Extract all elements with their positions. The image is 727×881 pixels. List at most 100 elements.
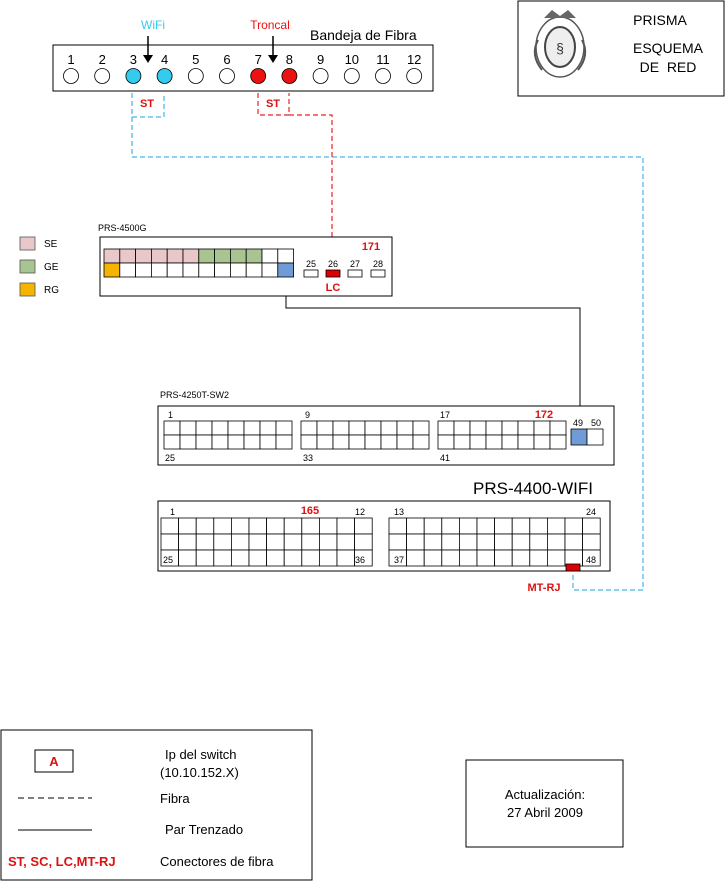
legend-se-swatch bbox=[19, 236, 36, 251]
switch-4250-label-41: 41 bbox=[440, 453, 450, 463]
bottom-legend: A Ip del switch (10.10.152.X) Fibra Par … bbox=[0, 729, 313, 881]
switch-4500-port-3 bbox=[135, 248, 152, 264]
switch-4400-port-g2-36 bbox=[582, 549, 601, 567]
switch-4250-label-17: 17 bbox=[440, 410, 450, 420]
legend-ip-text-1: Ip del switch bbox=[165, 747, 237, 762]
switch-4400-port-g2-10 bbox=[547, 517, 566, 535]
switch-4250-port-g2-5 bbox=[364, 420, 382, 436]
switch-4250-port-g3-15 bbox=[533, 434, 551, 450]
switch-4250-port-g2-6 bbox=[380, 420, 398, 436]
switch-4400-port-g1-34 bbox=[318, 549, 338, 567]
tray-port-10 bbox=[343, 68, 360, 84]
legend-connectors-label: Conectores de fibra bbox=[160, 854, 274, 869]
switch-4400-port-g2-18 bbox=[476, 533, 496, 551]
uplink-49-port bbox=[570, 428, 588, 446]
wifi-fiber-to-4400 bbox=[131, 117, 644, 591]
switch-4250-port-g2-9 bbox=[300, 434, 318, 450]
tray-port-10-label: 10 bbox=[345, 52, 359, 67]
switch-4250-port-g1-15 bbox=[259, 434, 277, 450]
switch-4250-port-g3-16 bbox=[549, 434, 567, 450]
uplink-27-label: 27 bbox=[350, 259, 360, 269]
switch-4400-port-g2-22 bbox=[547, 533, 566, 551]
switch-4400-port-g1-23 bbox=[336, 533, 356, 551]
switch-4400-port-g2-27 bbox=[423, 549, 443, 567]
switch-4250-port-g3-4 bbox=[485, 420, 503, 436]
switch-4400-port-g1-35 bbox=[336, 549, 356, 567]
title-line-2: ESQUEMA bbox=[633, 40, 704, 56]
switch-4400-port-g1-20 bbox=[283, 533, 303, 551]
switch-4400-port-g2-28 bbox=[441, 549, 460, 567]
tray-port-3 bbox=[125, 68, 142, 84]
switch-4400-label-48: 48 bbox=[586, 555, 596, 565]
switch-4400-port-g2-9 bbox=[529, 517, 548, 535]
switch-4250-port-g2-1 bbox=[300, 420, 318, 436]
uplink-26-label: 26 bbox=[328, 259, 338, 269]
switch-4400-port-g2-32 bbox=[511, 549, 531, 567]
tray-port-9 bbox=[312, 68, 329, 84]
switch-4250-port-g2-2 bbox=[316, 420, 334, 436]
switch-4250-port-g1-5 bbox=[227, 420, 245, 436]
switch-4400-port-g1-3 bbox=[195, 517, 215, 535]
switch-4400-port-g2-21 bbox=[529, 533, 548, 551]
switch-4250-label-25: 25 bbox=[165, 453, 175, 463]
switch-4400-port-g1-13 bbox=[160, 533, 180, 551]
switch-4250-port-g3-12 bbox=[485, 434, 503, 450]
switch-4500-port-2 bbox=[119, 248, 137, 264]
switch-4250-port-g1-14 bbox=[243, 434, 261, 450]
switch-4400-port-g2-20 bbox=[511, 533, 531, 551]
switch-4250-port-g1-4 bbox=[211, 420, 229, 436]
wifi-label: WiFi bbox=[141, 18, 165, 32]
switch-4500-port-22 bbox=[245, 262, 263, 278]
troncal-fiber-link bbox=[257, 93, 290, 116]
title-line-1: PRISMA bbox=[633, 12, 687, 28]
legend-ge-swatch bbox=[19, 259, 36, 274]
switch-4500-port-10 bbox=[245, 248, 263, 264]
legend-ip-box-letter: A bbox=[49, 754, 59, 769]
switch-4250-port-g3-13 bbox=[501, 434, 519, 450]
switch-4400-label-25: 25 bbox=[163, 555, 173, 565]
switch-4400-port-g2-17 bbox=[458, 533, 478, 551]
tray-port-6-label: 6 bbox=[223, 52, 230, 67]
switch-4400-port-g1-10 bbox=[318, 517, 338, 535]
switch-4400-label-36: 36 bbox=[355, 555, 365, 565]
switch-4250-port-g1-2 bbox=[179, 420, 197, 436]
svg-text:§: § bbox=[556, 40, 564, 56]
tray-port-8-label: 8 bbox=[286, 52, 293, 67]
switch-4250-port-g3-11 bbox=[469, 434, 487, 450]
switch-4400-port-g2-33 bbox=[529, 549, 548, 567]
switch-4250-port-g3-7 bbox=[533, 420, 551, 436]
switch-4400-port-g2-31 bbox=[494, 549, 513, 567]
legend-ip-text-2: (10.10.152.X) bbox=[160, 765, 239, 780]
tray-port-12 bbox=[406, 68, 423, 84]
switch-4250-port-g2-10 bbox=[316, 434, 334, 450]
switch-prs-4400-wifi: PRS-4400-WIFI 1 12 25 36 13 24 37 48 165… bbox=[157, 479, 611, 594]
switch-4500-ip: 171 bbox=[362, 241, 380, 253]
switch-4400-port-g1-14 bbox=[178, 533, 197, 551]
tray-port-7-label: 7 bbox=[255, 52, 262, 67]
switch-4500-port-1 bbox=[103, 248, 121, 264]
switch-4400-port-g2-35 bbox=[564, 549, 584, 567]
switch-4500-lc-label: LC bbox=[326, 282, 341, 294]
uplink-26-port bbox=[325, 269, 341, 278]
switch-4400-port-g1-28 bbox=[213, 549, 232, 567]
switch-4500-port-6 bbox=[182, 248, 200, 264]
switch-4400-port-g1-15 bbox=[195, 533, 215, 551]
switch-4250-port-g2-7 bbox=[396, 420, 414, 436]
tray-port-2-label: 2 bbox=[99, 52, 106, 67]
title-line-3: DE RED bbox=[640, 59, 697, 75]
switch-4250-port-g2-12 bbox=[348, 434, 366, 450]
switch-4400-label-37: 37 bbox=[394, 555, 404, 565]
switch-4400-port-g2-2 bbox=[406, 517, 425, 535]
switch-4250-port-g3-3 bbox=[469, 420, 487, 436]
switch-4400-port-g1-32 bbox=[283, 549, 303, 567]
switch-4250-port-g3-14 bbox=[517, 434, 535, 450]
switch-4250-port-g2-3 bbox=[332, 420, 350, 436]
update-box: Actualización: 27 Abril 2009 bbox=[465, 759, 624, 848]
switch-4250-port-g1-8 bbox=[275, 420, 293, 436]
switch-4250-port-g1-11 bbox=[195, 434, 213, 450]
update-line-1: Actualización: bbox=[505, 787, 585, 802]
legend-rg-label: RG bbox=[44, 285, 59, 296]
switch-4400-port-g1-9 bbox=[301, 517, 320, 535]
